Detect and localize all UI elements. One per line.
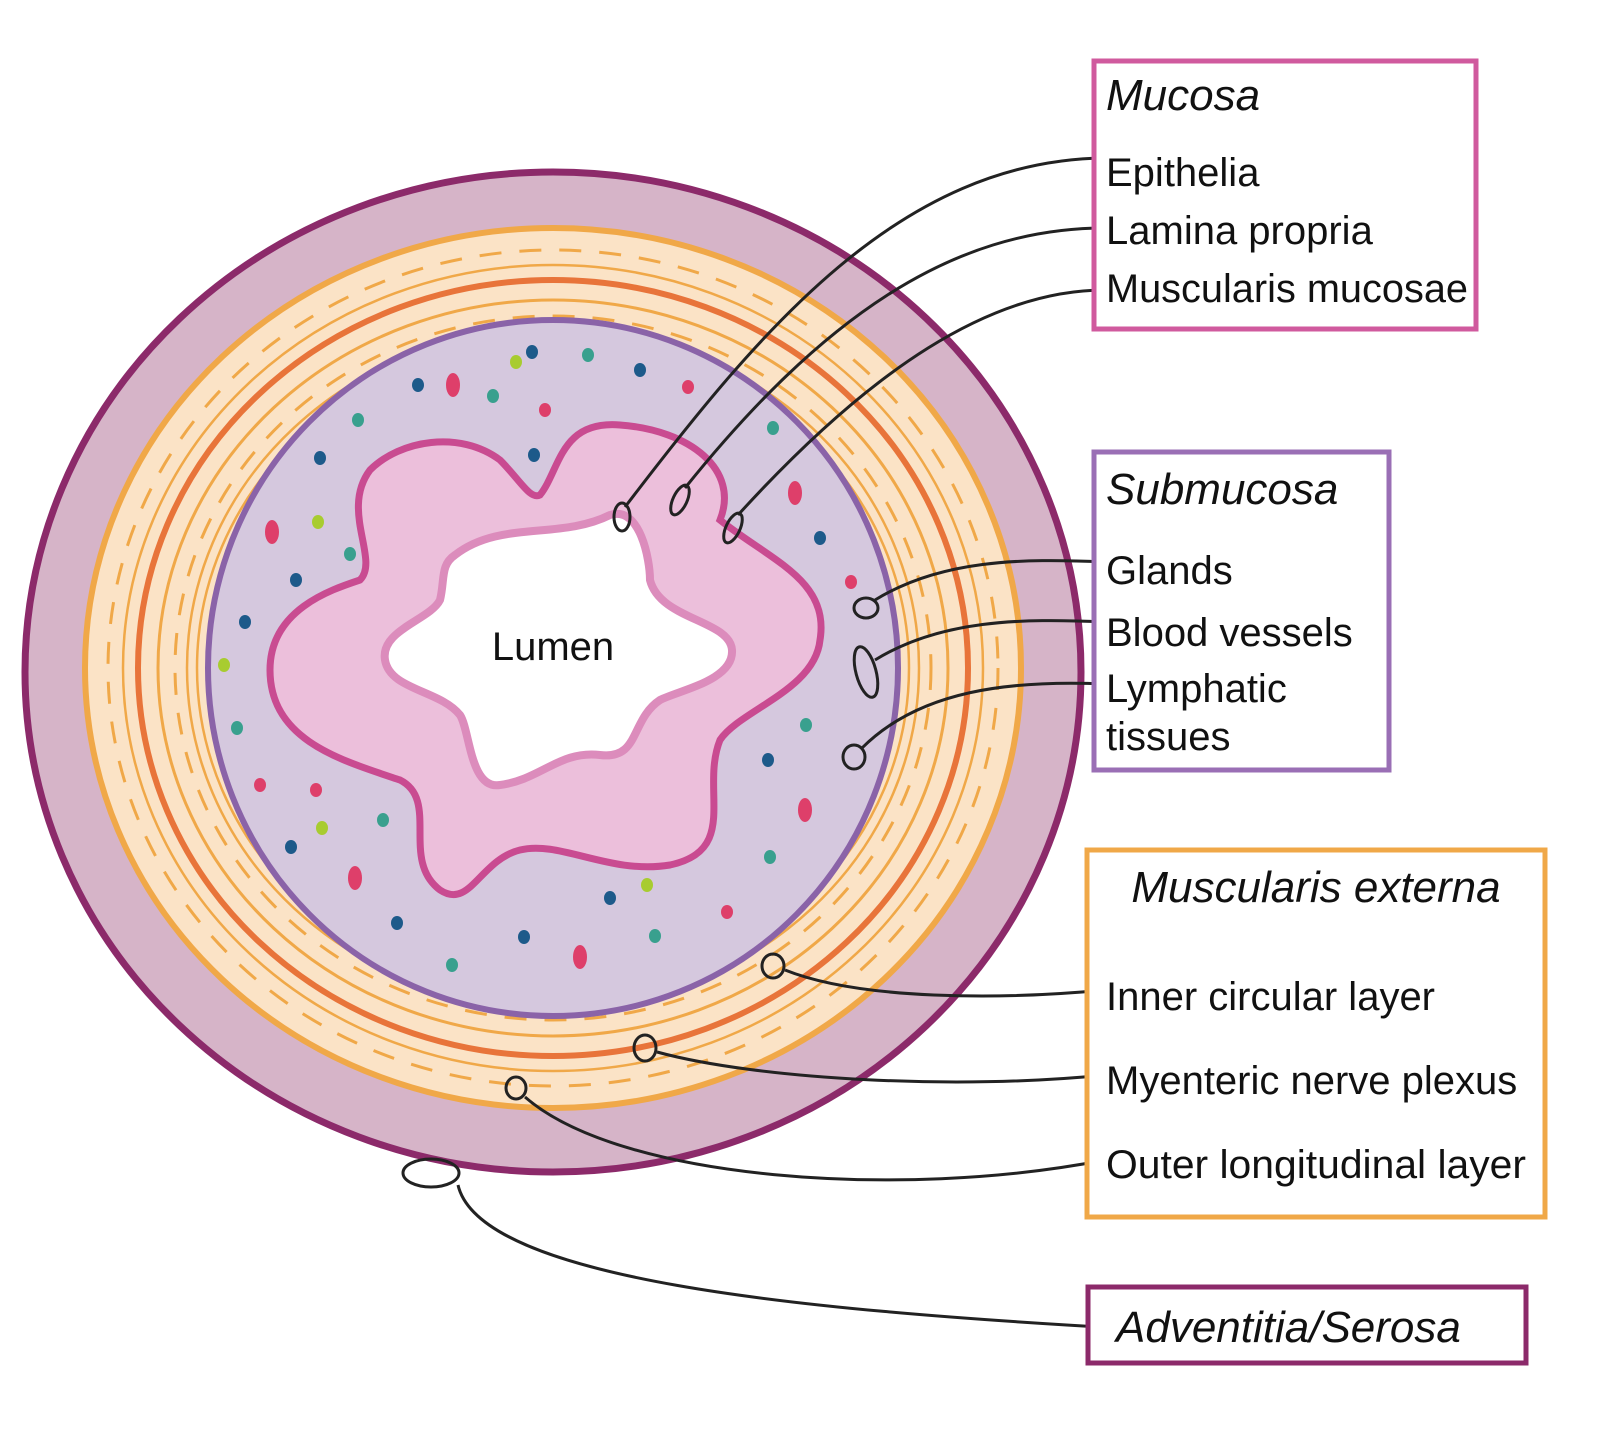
submucosa-dot-lime [316,821,328,835]
submucosa-glands-vessels [218,345,857,972]
lamina-propria-pin [669,483,691,517]
submucosa-dot-red [573,945,587,969]
submucosa-dot-red [682,380,694,394]
submucosa-dot-teal [764,850,776,864]
muscularis-item-myenteric: Myenteric nerve plexus [1106,1059,1517,1103]
submucosa-dot-blue [314,451,326,465]
mucosa-item-epithelia: Epithelia [1106,151,1260,195]
submucosa-dot-blue [239,615,251,629]
muscularis-externa-legend-box: Muscularis externa Inner circular layer … [1084,847,1548,1220]
submucosa-dot-blue [518,930,530,944]
submucosa-dot-blue [412,378,424,392]
submucosa-dot-teal [352,413,364,427]
submucosa-dot-teal [582,348,594,362]
submucosa-dot-teal [344,547,356,561]
mucosa-legend-box: Mucosa Epithelia Lamina propria Muscular… [1091,58,1479,332]
epithelia-pin [612,501,632,533]
outer-longitudinal-pin [504,1075,528,1101]
submucosa-dot-teal [649,929,661,943]
submucosa-dot-teal [767,421,779,435]
submucosa-dot-red [446,373,460,397]
muscularis-item-inner-circular: Inner circular layer [1106,975,1435,1019]
submucosa-dot-red [310,783,322,797]
submucosa-dot-red [254,778,266,792]
submucosa-dot-red [788,481,802,505]
muscularis-mucosae-pin [722,511,744,545]
submucosa-dot-blue [634,363,646,377]
submucosa-dot-teal [231,721,243,735]
myenteric-nerve-plexus [135,277,971,1059]
submucosa-dot-blue [526,345,538,359]
inner-circular-layer [156,298,950,1038]
submucosa-dot-blue [285,840,297,854]
mucosa-item-lamina-propria: Lamina propria [1106,209,1374,253]
submucosa-dot-lime [510,355,522,369]
submucosa-dot-teal [487,389,499,403]
muscularis-externa-title: Muscularis externa [1131,863,1500,912]
submucosa-dot-blue [290,573,302,587]
mucosa-item-muscularis-mucosae: Muscularis mucosae [1106,267,1468,311]
submucosa-dot-teal [377,813,389,827]
submucosa-dot-red [798,798,812,822]
adventitia-title: Adventitia/Serosa [1113,1303,1461,1352]
submucosa-dot-blue [762,753,774,767]
submucosa-item-blood-vessels: Blood vessels [1106,611,1353,655]
submucosa-title: Submucosa [1106,465,1338,514]
submucosa-legend-box: Submucosa Glands Blood vessels Lymphatic… [1091,449,1392,773]
submucosa-dot-red [845,575,857,589]
submucosa-dot-blue [528,448,540,462]
adventitia-pin [401,1157,461,1189]
submucosa-dot-lime [312,515,324,529]
muscularis-item-outer-longitudinal: Outer longitudinal layer [1106,1143,1526,1187]
inner-circular-pin [760,952,786,980]
adventitia-legend-box: Adventitia/Serosa [1085,1284,1529,1366]
submucosa-dot-blue [604,891,616,905]
submucosa-dot-red [348,866,362,890]
submucosa-dot-lime [218,658,230,672]
muscle-dash-rings [106,248,1000,1088]
submucosa-dot-red [265,520,279,544]
submucosa-dot-red [539,403,551,417]
submucosa-dot-lime [641,878,653,892]
submucosa-dot-teal [800,718,812,732]
glands-pin [852,596,880,620]
submucosa-dot-teal [446,958,458,972]
submucosa-item-lymphatic: Lymphatic [1106,667,1287,711]
submucosa-dot-red [721,905,733,919]
blood-vessels-pin [852,645,880,699]
myenteric-pin [632,1033,658,1063]
lymphatic-pin [841,743,867,771]
submucosa-dot-blue [391,916,403,930]
submucosa-item-glands: Glands [1106,549,1233,593]
epithelia [380,509,736,790]
mucosa-title: Mucosa [1106,71,1260,120]
lumen-label: Lumen [492,625,614,669]
submucosa-dot-blue [814,531,826,545]
leader-lines [401,156,1119,1330]
submucosa-item-tissues: tissues [1106,715,1231,759]
